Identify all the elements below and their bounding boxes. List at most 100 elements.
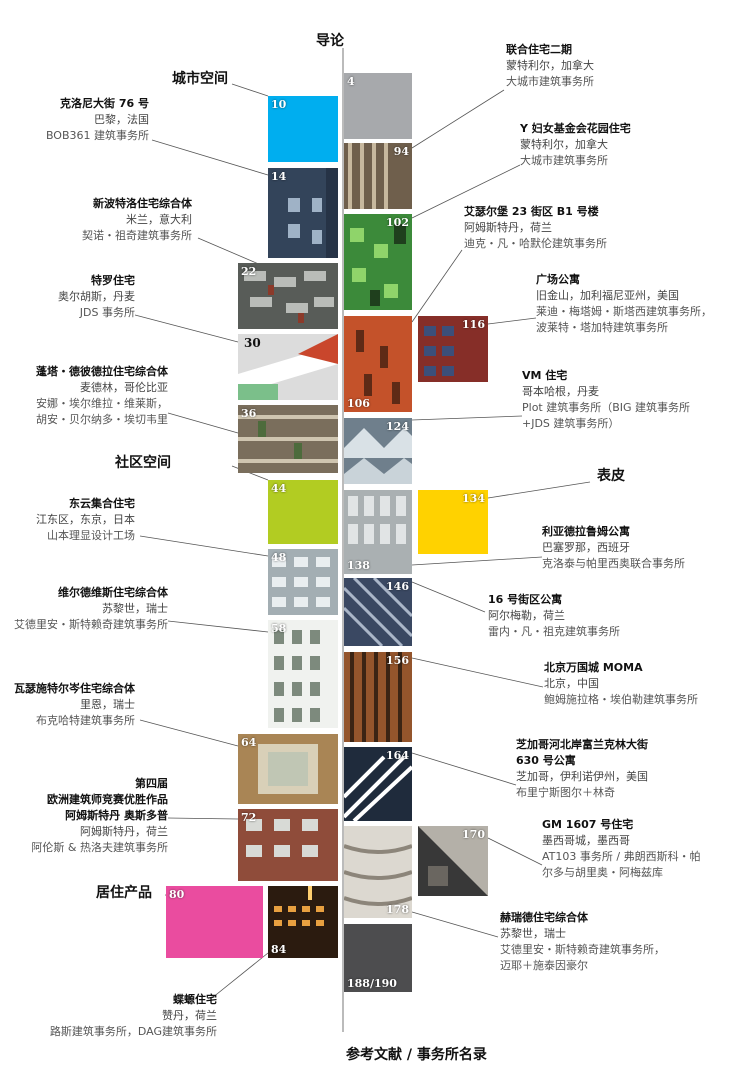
- entry-right: Y 妇女基金会花园住宅 蒙特利尔，加拿大 大城市建筑事务所: [520, 121, 631, 169]
- entry-firm: 克洛泰与帕里西奥联合事务所: [542, 557, 685, 570]
- photo-brick-facade: [238, 809, 338, 881]
- entry-title: VM 住宅: [522, 369, 568, 382]
- page-number: 48: [271, 551, 287, 564]
- entry-firm: 大城市建筑事务所: [506, 75, 594, 88]
- photo-tile: 72: [238, 809, 338, 881]
- photo-tile: 36: [238, 405, 338, 473]
- entry-title: 艾瑟尔堡 23 街区 B1 号楼: [464, 205, 599, 218]
- page-number: 44: [271, 482, 287, 495]
- photo-tile: 102: [344, 214, 412, 310]
- page-number: 116: [462, 318, 485, 331]
- photo-tile: 106: [344, 316, 412, 412]
- entry-firm: JDS 事务所: [79, 306, 135, 319]
- entry-firm: 鲍姆施拉格・埃伯勒建筑事务所: [544, 693, 698, 706]
- photo-tile: 124: [344, 418, 412, 484]
- page-number: 138: [347, 559, 370, 572]
- entry-left: 克洛尼大街 76 号 巴黎，法国 BOB361 建筑事务所: [46, 96, 149, 144]
- photo-tile: 156: [344, 652, 412, 742]
- entry-place: 巴塞罗那，西班牙: [542, 541, 630, 554]
- photo-grid-facade: [268, 549, 338, 615]
- entry-title: 克洛尼大街 76 号: [60, 97, 149, 110]
- entry-firm: BOB361 建筑事务所: [45, 129, 149, 142]
- page-number: 164: [386, 749, 409, 762]
- tile-magenta: 80: [166, 886, 263, 958]
- page-number: 64: [241, 736, 257, 749]
- heading-skin: 表皮: [597, 468, 625, 484]
- entry-place: 旧金山，加利福尼亚州，美国: [536, 289, 679, 302]
- photo-tile: 14: [268, 168, 338, 258]
- tile-lime: 44: [268, 480, 338, 544]
- photo-tile: 64: [238, 734, 338, 804]
- entry-right: 艾瑟尔堡 23 街区 B1 号楼 阿姆斯特丹，荷兰 迪克・凡・哈默伦建筑事务所: [464, 204, 607, 252]
- tile-dark: 188/190: [344, 924, 412, 992]
- entry-place: 苏黎世，瑞士: [500, 927, 566, 940]
- entry-title: 新波特洛住宅综合体: [93, 197, 192, 210]
- page-number: 10: [271, 98, 287, 111]
- entry-place: 墨西哥城，墨西哥: [542, 834, 630, 847]
- photo-shutter-facade: [344, 490, 412, 574]
- entry-title: 阿姆斯特丹 奥斯多普: [65, 809, 168, 822]
- page-number: 72: [241, 811, 257, 824]
- photo-windows: [418, 316, 488, 382]
- entry-title: 赫瑞德住宅综合体: [500, 911, 588, 924]
- heading-urban-space: 城市空间: [172, 71, 228, 87]
- page-number: 30: [244, 336, 261, 350]
- entry-title: 第四届: [135, 777, 168, 790]
- photo-curved-balconies: [344, 826, 412, 918]
- entry-place: 赞丹，荷兰: [162, 1009, 217, 1022]
- entry-right: 利亚德拉鲁姆公寓 巴塞罗那，西班牙 克洛泰与帕里西奥联合事务所: [542, 524, 685, 572]
- entry-place: 苏黎世，瑞士: [102, 602, 168, 615]
- photo-green-facade: [344, 214, 412, 310]
- page-number: 80: [169, 888, 185, 901]
- page-number: 14: [271, 170, 287, 183]
- photo-tile: 48: [268, 549, 338, 615]
- entry-firm: 迪克・凡・哈默伦建筑事务所: [464, 237, 607, 250]
- entry-right: 赫瑞德住宅综合体 苏黎世，瑞士 艾德里安・斯特赖奇建筑事务所， 迈耶＋施泰因豪尔: [500, 910, 665, 974]
- photo-zigzag-balconies: [344, 418, 412, 484]
- entry-title: GM 1607 号住宅: [542, 818, 634, 831]
- entry-title: 维尔德维斯住宅综合体: [58, 586, 168, 599]
- entry-title: 蝶螈住宅: [173, 993, 217, 1006]
- page-number: 106: [347, 397, 370, 410]
- entry-title: 广场公寓: [536, 273, 580, 286]
- entry-left: 东云集合住宅 江东区，东京，日本 山本理显设计工场: [36, 496, 135, 544]
- entry-right: VM 住宅 哥本哈根，丹麦 Plot 建筑事务所（BIG 建筑事务所 +JDS …: [522, 368, 690, 432]
- photo-angular-roof: [238, 334, 338, 400]
- entry-firm: 尔多与胡里奥・阿梅兹库: [542, 866, 663, 879]
- entry-title: 欧洲建筑师竞赛优胜作品: [47, 793, 168, 806]
- photo-tile: [238, 334, 338, 400]
- page-number: 156: [386, 654, 409, 667]
- entry-firm: 布里宁斯图尔＋林奇: [516, 786, 615, 799]
- entry-title: 瓦瑟施特尔岑住宅综合体: [14, 682, 135, 695]
- entry-firm: 路斯建筑事务所，DAG建筑事务所: [49, 1025, 217, 1038]
- entry-place: 蒙特利尔，加拿大: [520, 138, 608, 151]
- entry-place: 北京，中国: [544, 677, 599, 690]
- entry-firm: 波莱特・塔加特建筑事务所: [536, 321, 668, 334]
- page-number: 22: [241, 265, 257, 278]
- entry-firm: 契诺・祖奇建筑事务所: [82, 229, 192, 242]
- entry-title: 630 号公寓: [516, 754, 576, 767]
- entry-place: 芝加哥，伊利诺伊州，美国: [516, 770, 648, 783]
- photo-corridor: [344, 143, 412, 209]
- entry-title: 北京万国城 MOMA: [544, 661, 643, 674]
- entry-firm: 安娜・埃尔维拉・维莱斯，: [36, 397, 168, 410]
- tile-gray: 4: [344, 73, 412, 139]
- entry-right: 联合住宅二期 蒙特利尔，加拿大 大城市建筑事务所: [506, 42, 594, 90]
- tile-yellow: 134: [418, 490, 488, 554]
- entry-title: Y 妇女基金会花园住宅: [520, 122, 631, 135]
- photo-tile: 22: [238, 263, 338, 329]
- entry-firm: 山本理显设计工场: [47, 529, 135, 542]
- entry-left: 蓬塔・德彼德拉住宅综合体 麦德林，哥伦比亚 安娜・埃尔维拉・维莱斯， 胡安・贝尔…: [36, 364, 168, 428]
- photo-diagonal-grid: [344, 578, 412, 646]
- entry-place: 奥尔胡斯，丹麦: [58, 290, 135, 303]
- entry-place: 江东区，东京，日本: [36, 513, 135, 526]
- entry-title: 16 号街区公寓: [488, 593, 563, 606]
- photo-concrete-frame: [418, 826, 488, 896]
- entry-place: 阿姆斯特丹，荷兰: [80, 825, 168, 838]
- entry-firm: AT103 事务所 / 弗朗西斯科・帕: [542, 850, 701, 863]
- entry-firm: 莱迪・梅塔姆・斯塔西建筑事务所，: [536, 305, 712, 318]
- entry-left: 蝶螈住宅 赞丹，荷兰 路斯建筑事务所，DAG建筑事务所: [50, 992, 217, 1040]
- photo-tile: 84: [268, 886, 338, 958]
- heading-references: 参考文献 / 事务所名录: [346, 1047, 487, 1063]
